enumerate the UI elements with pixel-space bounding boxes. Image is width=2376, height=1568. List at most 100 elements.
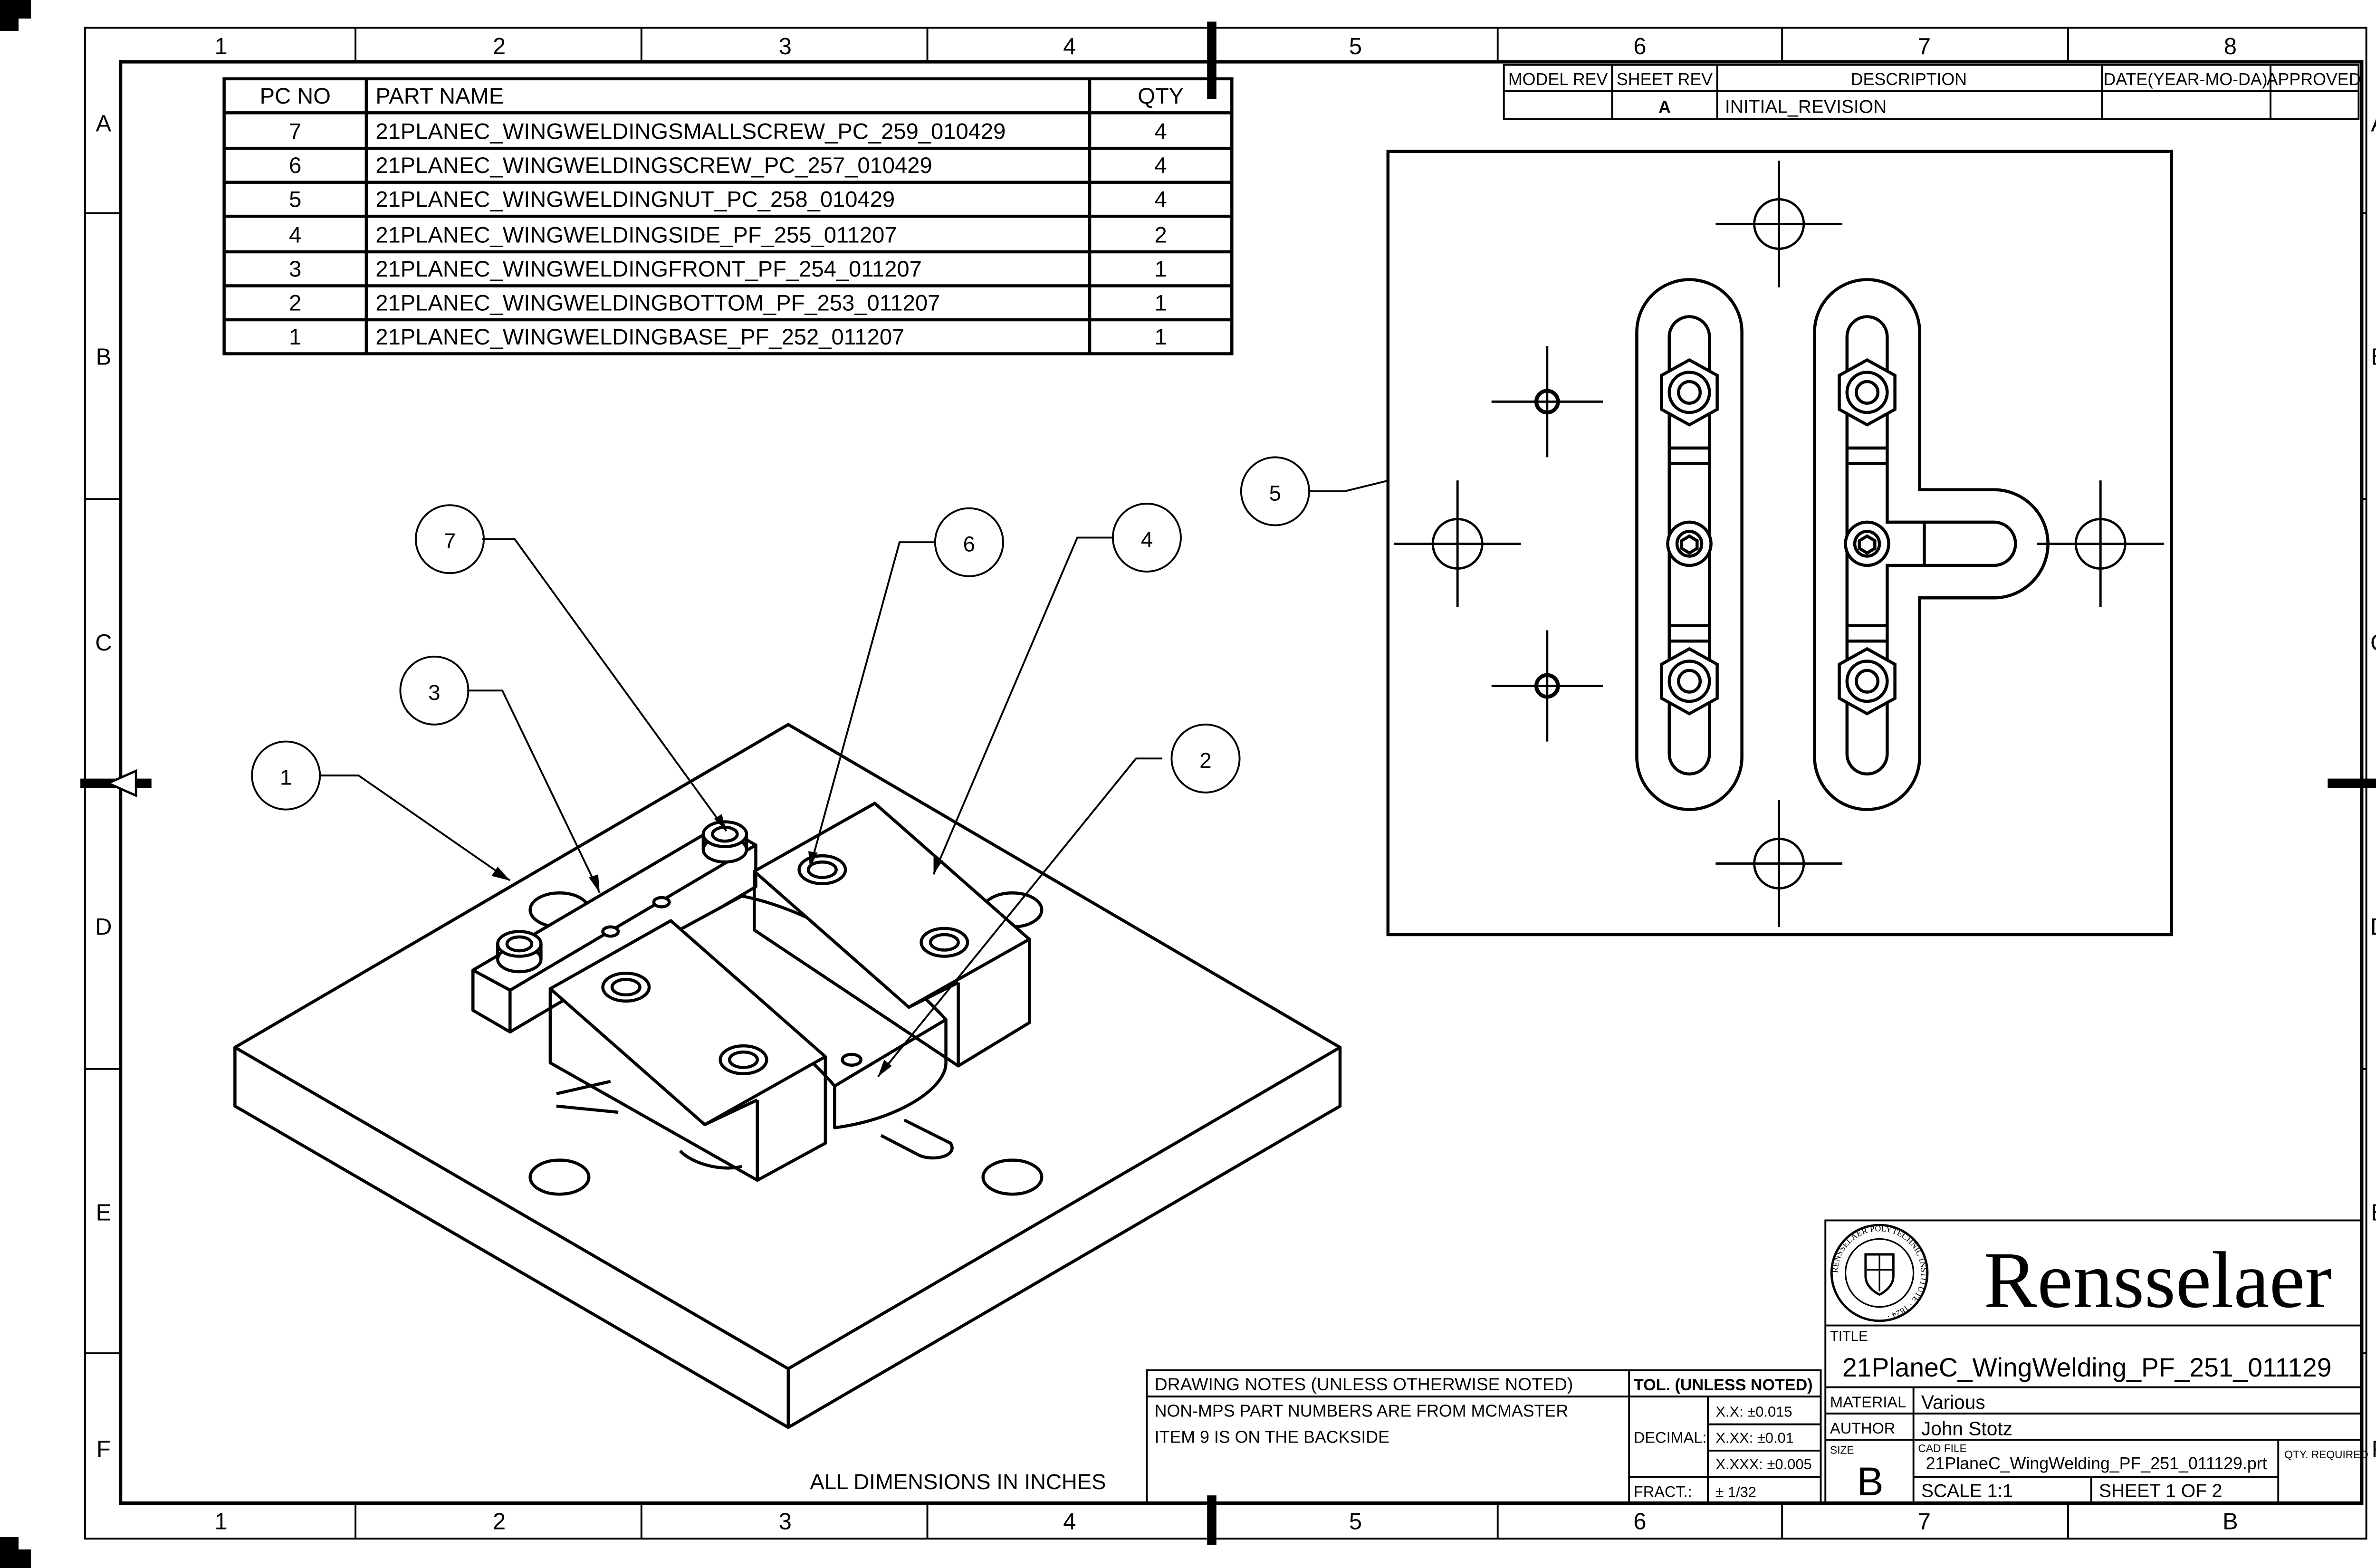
material-value: Various — [1921, 1391, 1985, 1413]
author-label: AUTHOR — [1830, 1420, 1895, 1437]
rev-description: INITIAL_REVISION — [1725, 96, 1887, 117]
parts-header-pc-no: PC NO — [260, 83, 331, 108]
col-label: 4 — [1063, 1509, 1076, 1535]
row-label: C — [2370, 630, 2376, 656]
parts-header-part-name: PART NAME — [375, 83, 504, 108]
institute-seal: RENSSELAER POLYTECHNIC INSTITUTE · 1824 … — [1830, 1224, 1929, 1322]
parts-header-qty: QTY — [1138, 83, 1184, 108]
drawing-notes: DRAWING NOTES (UNLESS OTHERWISE NOTED) N… — [810, 1369, 1822, 1504]
row-label: A — [2371, 111, 2376, 136]
tolerance-decimal-label: DECIMAL: — [1634, 1429, 1707, 1446]
balloon-7: 7 — [414, 504, 485, 574]
notes-line: NON-MPS PART NUMBERS ARE FROM MCMASTER — [1155, 1401, 1569, 1420]
balloon-number: 3 — [428, 680, 440, 705]
col-label: 5 — [1349, 34, 1362, 59]
row-label: A — [96, 111, 112, 136]
rev-header-date: DATE(YEAR-MO-DA) — [2104, 70, 2268, 89]
row-label: F — [2372, 1436, 2376, 1462]
qty-required-label: QTY. REQUIRED — [2284, 1448, 2368, 1461]
isometric-assembly-view — [233, 723, 1342, 1429]
size-label: SIZE — [1830, 1444, 1854, 1456]
notes-header: DRAWING NOTES (UNLESS OTHERWISE NOTED) — [1155, 1374, 1573, 1394]
rev-header-sheet-rev: SHEET REV — [1617, 70, 1713, 89]
cad-file-label: CAD FILE — [1918, 1442, 1966, 1454]
rev-sheet-rev: A — [1658, 97, 1671, 116]
balloon-number: 5 — [1269, 481, 1281, 505]
col-label: 8 — [2224, 34, 2237, 59]
row-label: B — [2371, 344, 2376, 370]
parts-cell-part-name: 21PLANEC_WINGWELDINGNUT_PC_258_010429 — [375, 187, 895, 212]
parts-cell-qty: 4 — [1155, 119, 1167, 144]
parts-cell-part-name: 21PLANEC_WINGWELDINGFRONT_PF_254_011207 — [375, 256, 922, 281]
zone-labels: 1 2 3 4 5 6 7 8 1 2 3 4 5 6 7 B A B C D … — [95, 34, 2376, 1535]
col-label: 7 — [1918, 34, 1931, 59]
parts-cell-pc-no: 1 — [289, 324, 301, 349]
balloon-1: 1 — [251, 740, 321, 811]
col-label: 6 — [1633, 34, 1646, 59]
balloon-number: 2 — [1199, 748, 1211, 773]
row-label: C — [95, 630, 112, 656]
parts-cell-pc-no: 5 — [289, 187, 301, 212]
row-label: D — [95, 914, 112, 940]
parts-cell-part-name: 21PLANEC_WINGWELDINGSMALLSCREW_PC_259_01… — [375, 119, 1006, 144]
balloon-5: 5 — [1240, 456, 1310, 526]
drawing-title: 21PlaneC_WingWelding_PF_251_011129 — [1842, 1353, 2332, 1382]
leader-lines — [320, 411, 1667, 1078]
parts-cell-pc-no: 3 — [289, 256, 301, 281]
col-label: 1 — [215, 34, 228, 59]
notes-line: ITEM 9 IS ON THE BACKSIDE — [1155, 1428, 1389, 1447]
tolerance-x2: X.XX: ±0.01 — [1715, 1430, 1794, 1446]
col-label: 2 — [493, 1509, 506, 1535]
parts-cell-pc-no: 7 — [289, 119, 301, 144]
rev-header-model-rev: MODEL REV — [1508, 70, 1608, 89]
row-label: E — [96, 1200, 112, 1225]
balloon-6: 6 — [934, 507, 1004, 577]
parts-list-table: PC NO PART NAME QTY 7 21PLANEC_WINGWELDI… — [222, 77, 1234, 355]
col-label: 3 — [779, 34, 792, 59]
parts-cell-pc-no: 6 — [289, 153, 301, 178]
parts-cell-qty: 4 — [1155, 153, 1167, 178]
balloon-4: 4 — [1111, 502, 1182, 573]
rev-header-description: DESCRIPTION — [1851, 70, 1967, 89]
tolerance-header: TOL. (UNLESS NOTED) — [1634, 1376, 1813, 1394]
tolerance-fract-label: FRACT.: — [1634, 1483, 1692, 1500]
col-label: 2 — [493, 34, 506, 59]
rev-header-approved: APPROVED — [2267, 70, 2361, 89]
col-label: 3 — [779, 1509, 792, 1535]
balloon-number: 4 — [1141, 527, 1153, 552]
col-label: 6 — [1633, 1509, 1646, 1535]
parts-cell-part-name: 21PLANEC_WINGWELDINGSIDE_PF_255_011207 — [375, 222, 897, 247]
row-label: B — [96, 344, 112, 370]
col-label: 7 — [1918, 1509, 1931, 1535]
parts-cell-pc-no: 2 — [289, 290, 301, 316]
scale-value: SCALE 1:1 — [1921, 1481, 2013, 1501]
sheet-number: SHEET 1 OF 2 — [2099, 1481, 2223, 1501]
tolerance-x1: X.X: ±0.015 — [1715, 1403, 1792, 1420]
material-label: MATERIAL — [1830, 1394, 1906, 1411]
parts-cell-part-name: 21PLANEC_WINGWELDINGBASE_PF_252_011207 — [375, 324, 904, 349]
balloon-number: 1 — [280, 765, 292, 790]
tolerance-fract: ± 1/32 — [1715, 1483, 1756, 1500]
units-note: ALL DIMENSIONS IN INCHES — [810, 1470, 1106, 1494]
row-label: F — [96, 1436, 111, 1462]
row-label: D — [2370, 914, 2376, 940]
balloon-2: 2 — [1170, 723, 1241, 794]
parts-cell-qty: 1 — [1155, 324, 1167, 349]
balloon-number: 6 — [963, 532, 975, 556]
col-label: 4 — [1063, 34, 1076, 59]
cad-file-value: 21PlaneC_WingWelding_PF_251_011129.prt — [1926, 1454, 2267, 1473]
col-label: 5 — [1349, 1509, 1362, 1535]
rensselaer-logo: Rensselaer — [1983, 1235, 2332, 1325]
parts-cell-pc-no: 4 — [289, 222, 301, 247]
col-label: 1 — [215, 1509, 228, 1535]
title-label: TITLE — [1830, 1329, 1868, 1344]
leader-arrowheads — [491, 411, 1667, 1077]
revision-block: MODEL REV SHEET REV DESCRIPTION DATE(YEA… — [1503, 64, 2361, 120]
author-value: John Stotz — [1921, 1417, 2012, 1439]
tolerance-x3: X.XXX: ±0.005 — [1715, 1456, 1811, 1472]
parts-cell-qty: 1 — [1155, 256, 1167, 281]
parts-cell-qty: 2 — [1155, 222, 1167, 247]
balloon-number: 7 — [444, 529, 456, 553]
